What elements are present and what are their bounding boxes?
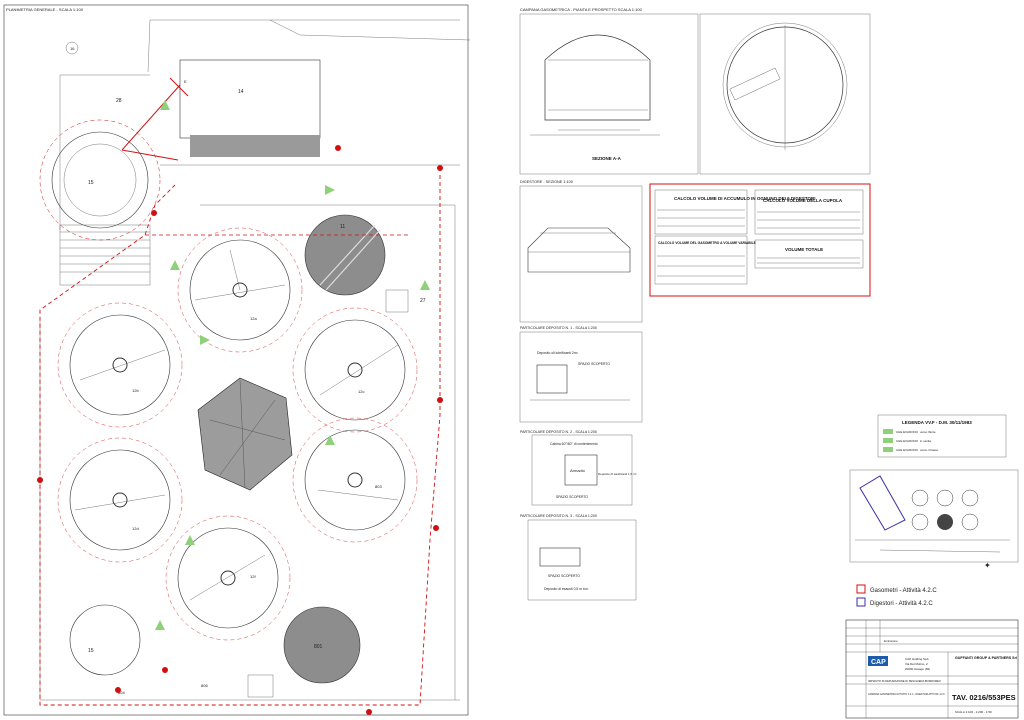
section-label: SEZIONE A-A xyxy=(592,156,622,161)
client-address-1: Via Del Mulino, 2 xyxy=(905,662,928,666)
deposit-2-open: SPAZIO SCOPERTO xyxy=(556,495,588,499)
digester-12d-label: 12d xyxy=(132,526,139,531)
drawing-scale: SCALA 1:100 - 1:200 - 1:50 xyxy=(955,710,992,714)
label-16: 16 xyxy=(70,46,75,51)
drawing-number: TAV. 0216/553PES xyxy=(952,693,1016,702)
tank-15-top: 15 28 xyxy=(39,98,161,241)
tank-801: 801 xyxy=(283,606,361,684)
cap-logo-text: CAP xyxy=(871,659,886,666)
tank-801-label: 801 xyxy=(314,644,323,650)
tank-28-label: 28 xyxy=(116,98,122,104)
title-block: Emissione GUFFANTI GROUP & PARTNERS Srl … xyxy=(845,619,1019,719)
central-building xyxy=(197,377,293,491)
building-14-label: 14 xyxy=(238,89,244,95)
digester-12b: 12b xyxy=(57,302,183,428)
digester-12c: 12c xyxy=(292,307,418,433)
general-plan-title: PLANIMETRIA GENERALE - SCALA 1:100 xyxy=(6,7,84,12)
key-item-1: Gasometri - Attività 4.2.C xyxy=(870,588,937,594)
digester-12c-label: 12c xyxy=(358,389,364,394)
gasometer-panel: CAMPANA GASOMETRICA - PIANTA E PROSPETTO… xyxy=(519,7,871,175)
deposit-1-open: SPAZIO SCOPERTO xyxy=(578,362,610,366)
project-title: IMPIANTO DI DEPURAZIONE DI PESCHIERA BOR… xyxy=(868,679,941,683)
tank-15b-label: 15 xyxy=(88,648,94,654)
deposit-3-open: SPAZIO SCOPERTO xyxy=(548,574,580,578)
digester-12d: 12d xyxy=(57,437,183,563)
label-e: E xyxy=(184,79,187,84)
deposit-3-title: PARTICOLARE DEPOSITO N. 3 - SCALA 1:200 xyxy=(520,514,597,518)
general-plan: PLANIMETRIA GENERALE - SCALA 1:100 14 E … xyxy=(3,4,471,716)
digester-12a: 12a xyxy=(177,227,303,353)
subject-title: CAMPANA GASOMETRICA ATTIVITA' 4.2.C - DI… xyxy=(868,693,945,696)
calc-box2-title: CALCOLO VOLUME DEL GASOMETRO A VOLUME VA… xyxy=(658,241,757,245)
revision-label: Emissione xyxy=(884,639,898,643)
client-name: CAP Holding SpA xyxy=(905,657,929,661)
deposit-1-title: PARTICOLARE DEPOSITO N. 1 - SCALA 1:200 xyxy=(520,326,597,330)
client-address-2: 20090 Assago (MI) xyxy=(905,667,930,671)
deposit-1: PARTICOLARE DEPOSITO N. 1 - SCALA 1:200 … xyxy=(519,326,643,423)
deposit-3: PARTICOLARE DEPOSITO N. 3 - SCALA 1:200 … xyxy=(520,514,637,601)
cap-logo xyxy=(868,656,888,666)
activity-key: Gasometri - Attività 4.2.C Digestori - A… xyxy=(856,584,937,607)
key-plan: ✦ xyxy=(849,469,1019,570)
hydrant-markers xyxy=(37,145,443,715)
digester-12e: 803 xyxy=(292,417,418,543)
digestore-title: DIGESTORE - SEZIONE 1:100 xyxy=(520,180,573,184)
label-804: 804 xyxy=(118,690,125,695)
calc-panel: CALCOLO VOLUME DI ACCUMULO IN OGNUNO DEI… xyxy=(649,183,871,297)
calc-box3-title: CALCOLO VOLUME DELLA CUPOLA xyxy=(763,198,843,203)
tank-27-label: 27 xyxy=(420,298,426,304)
legend-row-3-desc: verso il basso xyxy=(920,448,939,452)
digestore-panel: DIGESTORE - SEZIONE 1:100 xyxy=(519,180,643,323)
key-item-2: Digestori - Attività 4.2.C xyxy=(870,601,933,607)
calc-box1-title: CALCOLO VOLUME DI ACCUMULO IN OGNUNO DEI… xyxy=(674,196,816,201)
deposit-2-title: PARTICOLARE DEPOSITO N. 2 - SCALA 1:200 xyxy=(520,430,597,434)
digester-swatch xyxy=(856,597,866,607)
deposit-2: PARTICOLARE DEPOSITO N. 2 - SCALA 1:200 … xyxy=(520,430,637,506)
gasometer-swatch xyxy=(856,584,866,594)
tank-15-bottom: 15 xyxy=(69,604,141,676)
legend-row-3-code: CHE EVADONO xyxy=(896,448,919,452)
deposit-2-room: Armadio xyxy=(570,468,586,473)
deposit-2-label: Cabina 60°/60° di contenimento xyxy=(550,442,598,446)
legend-row-1-desc: verso l'Ente xyxy=(920,430,936,434)
tank-11: 11 27 xyxy=(304,214,426,313)
digester-12b-label: 12b xyxy=(132,388,139,393)
digester-12a-label: 12a xyxy=(250,316,257,321)
legend-vvf: LEGENDA VV.F - D.M. 30/11/1983 CHE EVADO… xyxy=(877,414,1007,458)
deposit-2-side: Deposito di sanificanti 1,5 m³ xyxy=(598,472,637,476)
digester-12f-label: 12f xyxy=(250,574,256,579)
legend-row-2-desc: in uscita xyxy=(920,439,931,443)
legend-row-1-code: CHE EVADONO xyxy=(896,430,919,434)
digester-12e-label: 803 xyxy=(375,484,382,489)
tank-11-label: 11 xyxy=(340,224,345,230)
building-14: 14 E xyxy=(179,59,321,157)
deposit-1-label: Deposito oli lubrificanti 2m³ xyxy=(537,351,579,355)
label-806: 806 xyxy=(201,683,208,688)
tank-15-label: 15 xyxy=(88,180,94,186)
exit-arrows xyxy=(155,100,430,630)
digester-12f: 12f xyxy=(165,515,291,641)
legend-row-2-code: CHE EVADONO xyxy=(896,439,919,443)
calc-box4-title: VOLUME TOTALE xyxy=(785,247,823,252)
company-name: GUFFANTI GROUP & PARTNERS Srl xyxy=(955,656,1017,660)
deposit-3-label: Deposito di esausti 0,5 m ton. xyxy=(544,587,589,591)
gasometer-title: CAMPANA GASOMETRICA - PIANTA E PROSPETTO… xyxy=(520,7,643,12)
compass-icon: ✦ xyxy=(984,561,991,570)
legend-title: LEGENDA VV.F - D.M. 30/11/1983 xyxy=(902,420,972,425)
